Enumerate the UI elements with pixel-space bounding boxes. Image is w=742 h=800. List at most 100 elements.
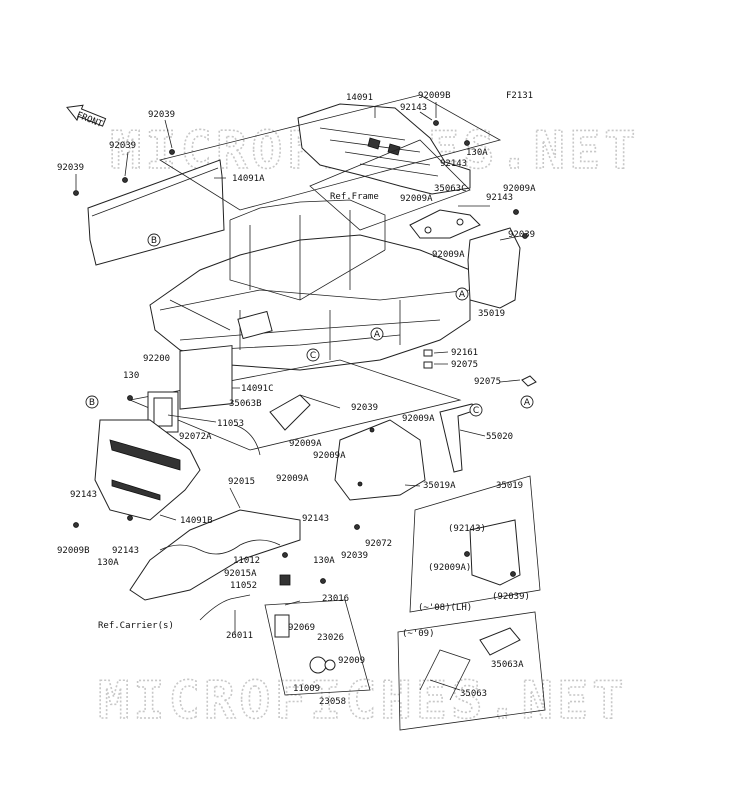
part-label: 92075 bbox=[451, 360, 478, 370]
part-label: 23016 bbox=[322, 594, 349, 604]
part-label: 14091 bbox=[346, 93, 373, 103]
under-cover bbox=[129, 509, 301, 601]
svg-text:B: B bbox=[89, 398, 95, 408]
fasteners bbox=[73, 120, 537, 584]
part-label: (92039) bbox=[492, 592, 530, 602]
part-label: 55020 bbox=[486, 432, 513, 442]
part-label: 92009 bbox=[338, 656, 365, 666]
part-label: 92009A bbox=[400, 194, 433, 204]
part-label: 35063C bbox=[434, 184, 467, 194]
part-label: 92039 bbox=[148, 110, 175, 120]
callout-a-far: A bbox=[520, 395, 534, 409]
ref-frame: Ref.Frame bbox=[330, 192, 379, 202]
mid-outline bbox=[128, 359, 462, 451]
callout-a-right: A bbox=[455, 287, 469, 301]
svg-text:C: C bbox=[310, 351, 316, 361]
figure-code: F2131 bbox=[506, 91, 533, 101]
cable-26011 bbox=[199, 594, 251, 621]
part-label: 35019 bbox=[478, 309, 505, 319]
part-label: 92039 bbox=[341, 551, 368, 561]
panel-35019a bbox=[334, 419, 426, 501]
part-label: 92039 bbox=[57, 163, 84, 173]
part-label: 130A bbox=[313, 556, 335, 566]
part-label: 35063B bbox=[229, 399, 262, 409]
bracket-35063c bbox=[409, 209, 481, 239]
callout-b-top: B bbox=[147, 233, 161, 247]
part-label: 130A bbox=[97, 558, 119, 568]
part-label: 14091C bbox=[241, 384, 274, 394]
part-label: 92009A bbox=[402, 414, 435, 424]
part-label: 130A bbox=[466, 148, 488, 158]
watermark-bottom: MICROFICHES.NET bbox=[98, 671, 628, 731]
part-label: 23026 bbox=[317, 633, 344, 643]
top-cover-14091 bbox=[297, 103, 471, 195]
part-label: 92072 bbox=[365, 539, 392, 549]
part-label: 35063 bbox=[460, 689, 487, 699]
part-label: 11053 bbox=[217, 419, 244, 429]
ref-carrier: Ref.Carrier(s) bbox=[98, 621, 174, 631]
part-labels: 14091 92009B 92143 92143 130A 35063C 920… bbox=[57, 91, 536, 707]
part-label: 92009A bbox=[503, 184, 536, 194]
part-label: 92015 bbox=[228, 477, 255, 487]
left-panel-14091a bbox=[87, 159, 225, 266]
inset-box-09 bbox=[397, 611, 546, 731]
part-label: 92009A bbox=[289, 439, 322, 449]
part-label: (92009A) bbox=[428, 563, 471, 573]
callout-a-mid: A bbox=[370, 327, 384, 341]
part-label: 92072A bbox=[179, 432, 212, 442]
part-label: 130 bbox=[123, 371, 139, 381]
bracket-35063b bbox=[234, 394, 311, 456]
part-label: 14091B bbox=[180, 516, 213, 526]
inset-box-lh bbox=[409, 475, 541, 613]
part-label: 92039 bbox=[109, 141, 136, 151]
part-label: 35019A bbox=[423, 481, 456, 491]
part-label: 92143 bbox=[112, 546, 139, 556]
part-label: 92039 bbox=[508, 230, 535, 240]
callout-c-right: C bbox=[469, 403, 483, 417]
part-label: 92039 bbox=[351, 403, 378, 413]
part-label: 92009B bbox=[418, 91, 451, 101]
ref-frame-outline bbox=[309, 139, 471, 231]
part-label: 92143 bbox=[400, 103, 427, 113]
part-label: 92009A bbox=[313, 451, 346, 461]
variant-09: (~'09) bbox=[402, 629, 435, 639]
callout-c-mid: C bbox=[306, 348, 320, 362]
part-label: 26011 bbox=[226, 631, 253, 641]
svg-text:A: A bbox=[524, 398, 531, 408]
part-label: 35063A bbox=[491, 660, 524, 670]
part-label: 92143 bbox=[440, 159, 467, 169]
part-label: 92009A bbox=[432, 250, 465, 260]
part-label: 92161 bbox=[451, 348, 478, 358]
part-label: 11009 bbox=[293, 684, 320, 694]
leader-lines bbox=[75, 102, 521, 635]
part-label: 23058 bbox=[319, 697, 346, 707]
fender-14091b bbox=[94, 419, 201, 521]
part-label: 11052 bbox=[230, 581, 257, 591]
part-label: 92069 bbox=[288, 623, 315, 633]
part-label: 92009A bbox=[276, 474, 309, 484]
part-label: 92143 bbox=[70, 490, 97, 500]
part-label: (92143) bbox=[448, 524, 486, 534]
part-label: 14091A bbox=[232, 174, 265, 184]
callout-b-left: B bbox=[85, 395, 99, 409]
part-label: 92009B bbox=[57, 546, 90, 556]
svg-text:A: A bbox=[459, 290, 466, 300]
lamp-assembly-23016 bbox=[264, 574, 371, 696]
part-label: 92015A bbox=[224, 569, 257, 579]
part-label: 35019 bbox=[496, 481, 523, 491]
front-arrow-icon bbox=[66, 104, 107, 127]
part-label: 92143 bbox=[302, 514, 329, 524]
top-outline bbox=[158, 94, 502, 211]
svg-text:B: B bbox=[151, 236, 157, 246]
part-label: 92143 bbox=[486, 193, 513, 203]
part-label: 11012 bbox=[233, 556, 260, 566]
variant-lh: (~'08)(LH) bbox=[418, 603, 472, 613]
svg-text:A: A bbox=[374, 330, 381, 340]
stay-55020 bbox=[439, 403, 477, 473]
panel-35019-right bbox=[467, 227, 521, 309]
part-label: 92075 bbox=[474, 377, 501, 387]
frame-assembly bbox=[149, 199, 471, 371]
part-label: 92200 bbox=[143, 354, 170, 364]
